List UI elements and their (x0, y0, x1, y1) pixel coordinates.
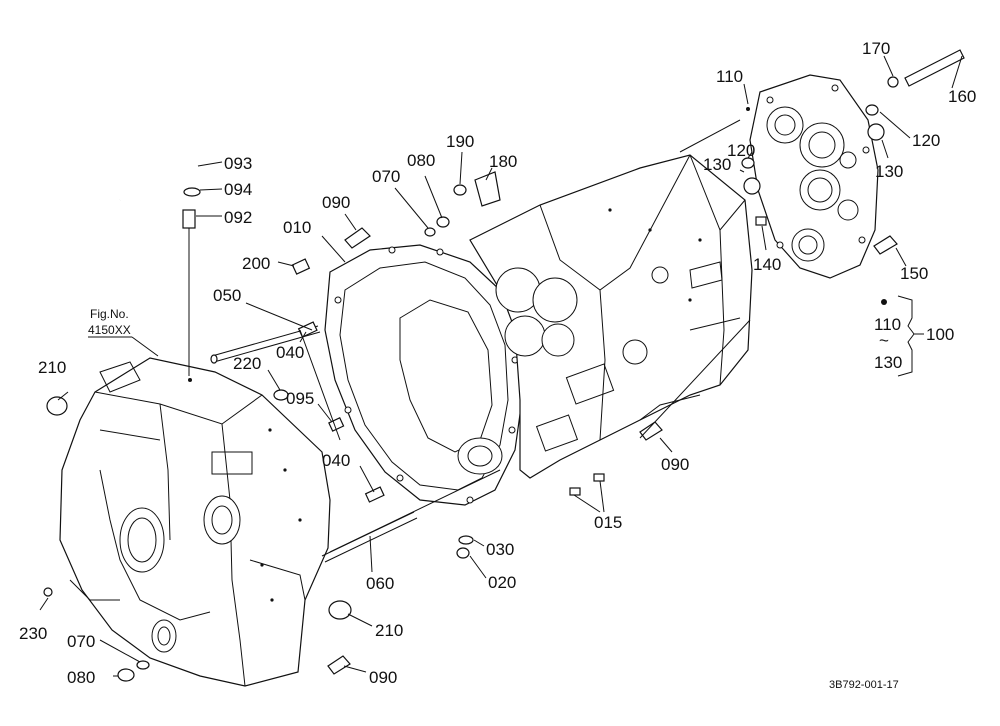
label-tilde: ~ (879, 331, 889, 350)
label-060: 060 (366, 574, 394, 593)
label-090-top: 090 (322, 193, 350, 212)
label-040-upper: 040 (276, 343, 304, 362)
label-015: 015 (594, 513, 622, 532)
label-010: 010 (283, 218, 311, 237)
label-150: 150 (900, 264, 928, 283)
label-110-top: 110 (716, 67, 743, 86)
label-050: 050 (213, 286, 241, 305)
label-110-lower: 110 (874, 315, 901, 334)
center-flange-plate (324, 244, 523, 506)
label-095: 095 (286, 389, 314, 408)
label-090-bottom: 090 (369, 668, 397, 687)
label-020: 020 (488, 573, 516, 592)
label-220: 220 (233, 354, 261, 373)
label-190: 190 (446, 132, 474, 151)
label-080-top: 080 (407, 151, 435, 170)
label-140: 140 (753, 255, 781, 274)
label-130-left: 130 (703, 155, 731, 174)
small-parts (43, 49, 965, 682)
label-030: 030 (486, 540, 514, 559)
label-130-lower: 130 (874, 353, 902, 372)
label-100: 100 (926, 325, 954, 344)
label-080-bottom: 080 (67, 668, 95, 687)
figure-id: 3B792-001-17 (829, 679, 899, 691)
label-130-right: 130 (875, 162, 903, 181)
label-160: 160 (948, 87, 976, 106)
label-120-left: 120 (727, 141, 755, 160)
label-040-lower: 040 (322, 451, 350, 470)
label-090-right: 090 (661, 455, 689, 474)
figure-reference: Fig.No. 4150XX (88, 307, 159, 357)
reference-line2: 4150XX (88, 323, 131, 337)
part-labels: 093 094 092 090 070 080 190 180 010 200 … (19, 39, 976, 687)
bracket-100 (897, 295, 924, 377)
label-092: 092 (224, 208, 252, 227)
reference-line1: Fig.No. (90, 307, 129, 321)
label-180: 180 (489, 152, 517, 171)
leader-lines (39, 55, 963, 677)
rear-cover-plate (749, 74, 879, 279)
transmission-case (469, 154, 753, 479)
label-093: 093 (224, 154, 252, 173)
label-200: 200 (242, 254, 270, 273)
label-230: 230 (19, 624, 47, 643)
label-210-bottom: 210 (375, 621, 403, 640)
front-housing (59, 357, 331, 687)
label-120-right: 120 (912, 131, 940, 150)
label-070-bottom: 070 (67, 632, 95, 651)
label-210-left: 210 (38, 358, 66, 377)
label-070-top: 070 (372, 167, 400, 186)
label-094: 094 (224, 180, 252, 199)
label-170: 170 (862, 39, 890, 58)
